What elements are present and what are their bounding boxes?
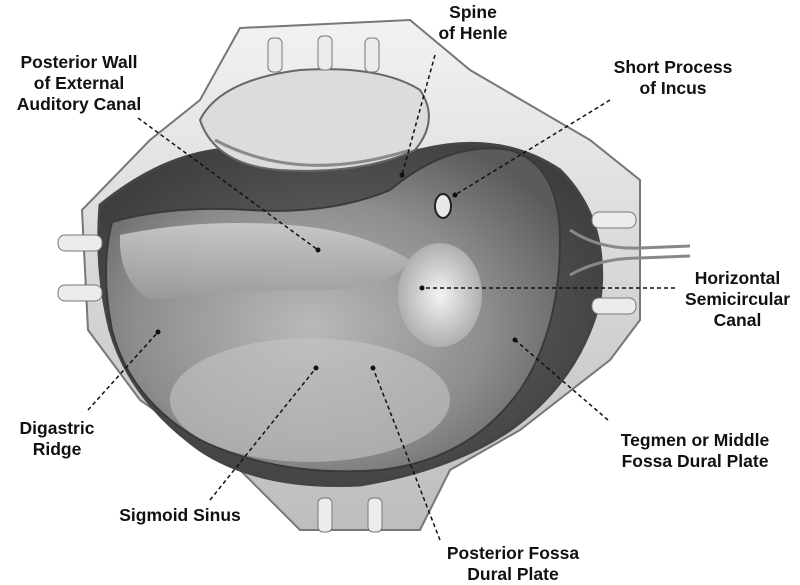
leader-sigmoid-sinus — [209, 367, 317, 501]
left-retractor — [57, 234, 103, 302]
leader-posterior-wall — [137, 117, 319, 251]
label-spine-of-henle: Spine of Henle — [438, 2, 508, 43]
right-retractor — [569, 211, 691, 315]
label-sigmoid-sinus: Sigmoid Sinus — [119, 505, 241, 525]
label-posterior-wall: Posterior Wall of External Auditory Cana… — [16, 52, 142, 114]
leader-short-process — [454, 99, 611, 196]
label-horizontal-canal: Horizontal Semicircular Canal — [684, 268, 791, 330]
leader-endpoints — [155, 172, 518, 371]
leader-lines — [87, 54, 675, 541]
label-digastric-ridge: Digastric Ridge — [19, 418, 95, 459]
label-tegmen: Tegmen or Middle Fossa Dural Plate — [620, 430, 770, 471]
horizontal-canal — [398, 243, 482, 347]
mastoid-cavity — [105, 147, 562, 473]
label-short-process: Short Process of Incus — [613, 57, 733, 98]
incus — [434, 193, 452, 219]
upper-skin-flap — [198, 35, 430, 172]
lower-retractor — [317, 497, 383, 533]
leader-posterior-fossa — [372, 367, 441, 541]
label-posterior-fossa: Posterior Fossa Dural Plate — [446, 543, 580, 584]
leader-digastric-ridge — [87, 331, 159, 411]
